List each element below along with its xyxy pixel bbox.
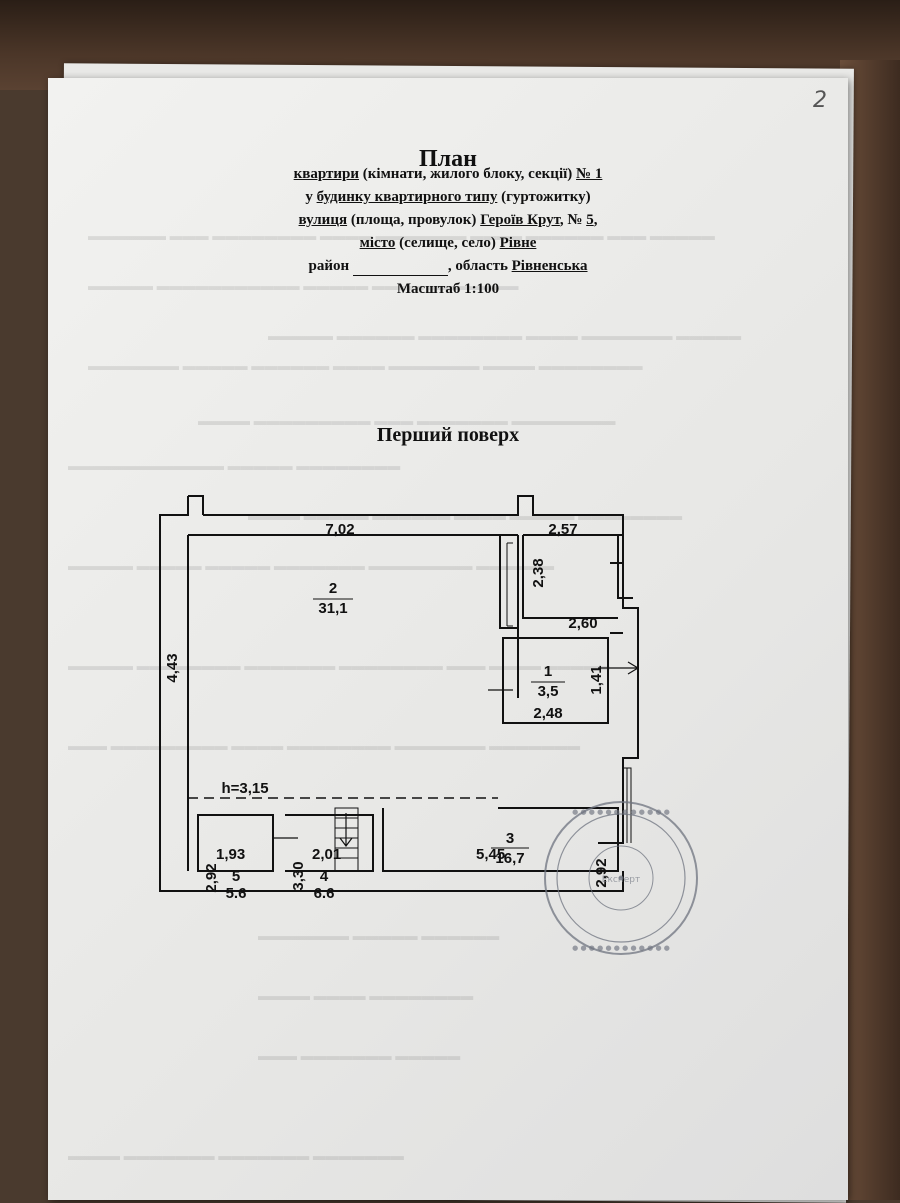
room-5-number: 5 <box>232 868 240 885</box>
wall-top-left-column <box>188 495 204 515</box>
wall-room5 <box>197 814 274 872</box>
dim-330: 3,30 <box>290 861 307 890</box>
district-blank <box>352 258 448 276</box>
room-4-number: 4 <box>320 868 329 885</box>
wall-room1 <box>502 637 609 724</box>
header-line-city: місто (селище, село) Рівне <box>48 235 848 252</box>
header-line5-mid: , область <box>447 258 512 274</box>
stamp-center-text: Експерт <box>602 875 640 885</box>
header-line-building: у будинку квартирного типу (гуртожитку) <box>48 189 848 206</box>
dim-248: 2,48 <box>533 705 562 722</box>
dim-238: 2,38 <box>530 558 547 587</box>
wall-room4 <box>285 814 374 872</box>
wall-top-right-room <box>523 534 633 599</box>
room-1-number: 1 <box>544 663 552 680</box>
dim-260: 2,60 <box>568 615 597 632</box>
wall-top <box>203 495 624 536</box>
header-line-district: район , область Рівненська <box>48 258 848 276</box>
header-line3-post2: , <box>593 212 598 228</box>
wall-right-outer <box>598 535 639 844</box>
header-line3-u2: Героїв Крут <box>480 212 560 228</box>
bottom-dimensions <box>48 878 848 948</box>
header-line1-mid: (кімнати, жилого блоку, секції) <box>359 166 577 182</box>
floor-title: Перший поверх <box>376 424 520 446</box>
wall-left-outer <box>159 496 198 892</box>
document-title: План <box>419 146 477 172</box>
header-line3-mid: (площа, провулок) <box>347 212 481 228</box>
stair-arrow <box>339 813 353 847</box>
dim-257: 2,57 <box>548 521 577 538</box>
document-page: ▬▬▬▬▬ ▬▬▬ ▬▬▬▬▬▬ ▬▬▬▬ ▬▬▬▬▬▬▬ ▬▬▬▬ ▬▬▬▬▬… <box>48 78 848 1200</box>
wall-room3 <box>382 807 619 872</box>
header-line-street: вулиця (площа, провулок) Героїв Крут, № … <box>48 212 848 229</box>
dim-292-a: 2,92 <box>203 863 220 892</box>
dim-443: 4,43 <box>164 653 181 682</box>
wall-right-window-1 <box>610 562 623 634</box>
dim-702: 7,02 <box>325 521 354 538</box>
height-label: h=3,15 <box>221 780 268 797</box>
room-3-number: 3 <box>506 830 514 847</box>
header-line2-pre: у <box>305 189 317 205</box>
header-line2-u1: будинку квартирного типу <box>316 189 498 205</box>
wall-top-right-inner <box>522 535 618 619</box>
header-line-apartment: квартири (кімнати, жилого блоку, секції)… <box>48 166 848 183</box>
wall-corridor-left <box>499 535 518 629</box>
entrance-arrow <box>598 661 640 675</box>
dim-292-b: 2,92 <box>593 858 610 887</box>
header-line2-mid: (гуртожитку) <box>497 189 591 205</box>
dim-201: 2,01 <box>312 846 342 863</box>
room-3-area: 16,7 <box>495 850 524 867</box>
header-line4-u2: Рівне <box>499 235 537 251</box>
room-1-area: 3,5 <box>538 683 559 700</box>
dim-room2-right <box>506 542 513 627</box>
expert-stamp: ● ● ● ● ● ● ● ● ● ● ● ● ● ● ● ● ● ● ● ● … <box>544 801 698 955</box>
floor-plan: 7,02 4,43 2 31,1 2,57 2,38 2,60 1 3,5 2,… <box>159 495 640 898</box>
page-number: 2 <box>813 88 827 113</box>
header-line3-u3: 5 <box>586 212 594 228</box>
room-5-area: 5,6 <box>226 885 247 898</box>
dim-193: 1,93 <box>216 846 246 863</box>
header-line5-u2: Рівненська <box>511 258 588 274</box>
svg-text:● ● ● ● ● ● ● ● ● ● ● ●: ● ● ● ● ● ● ● ● ● ● ● ● <box>572 808 670 816</box>
room-2-number: 2 <box>329 580 337 597</box>
room-4-area: 6,6 <box>314 885 335 898</box>
dim-141: 1,41 <box>588 665 605 694</box>
header-line1-u2: № 1 <box>576 166 603 182</box>
header-line1-u1: квартири <box>293 166 360 182</box>
dim-545: 5,45 <box>476 846 506 863</box>
header-line4-mid: (селище, село) <box>395 235 500 251</box>
window-room3 <box>623 767 632 843</box>
header-line5-pre: район <box>308 258 353 274</box>
svg-text:● ● ● ● ● ● ● ● ● ● ● ●: ● ● ● ● ● ● ● ● ● ● ● ● <box>572 944 670 952</box>
header-line3-post: , № <box>559 212 587 228</box>
header-line4-u1: місто <box>359 235 396 251</box>
room-2-area: 31,1 <box>318 600 347 617</box>
header-line3-u1: вулиця <box>298 212 348 228</box>
scale-label: Масштаб 1:100 <box>396 281 500 297</box>
